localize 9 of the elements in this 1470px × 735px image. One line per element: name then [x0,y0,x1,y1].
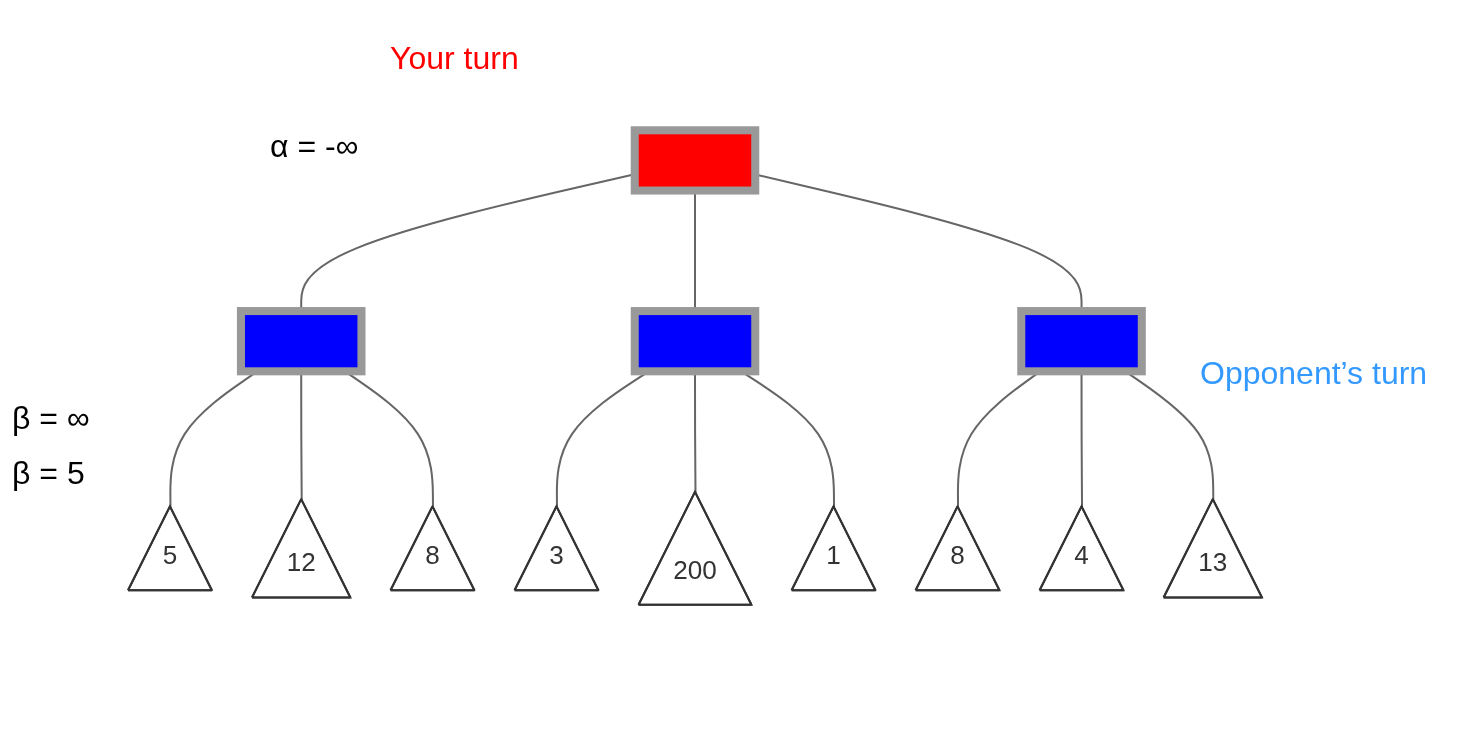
alpha-label: α = -∞ [270,128,359,165]
node-box [630,307,760,376]
turn-label: Opponent’s turn [1200,355,1428,392]
node-box [1017,307,1146,376]
beta-label: β = ∞ [12,400,90,437]
node-box [236,307,366,376]
node-box [630,126,760,195]
beta-label: β = 5 [12,455,85,492]
turn-label: Your turn [390,40,519,77]
